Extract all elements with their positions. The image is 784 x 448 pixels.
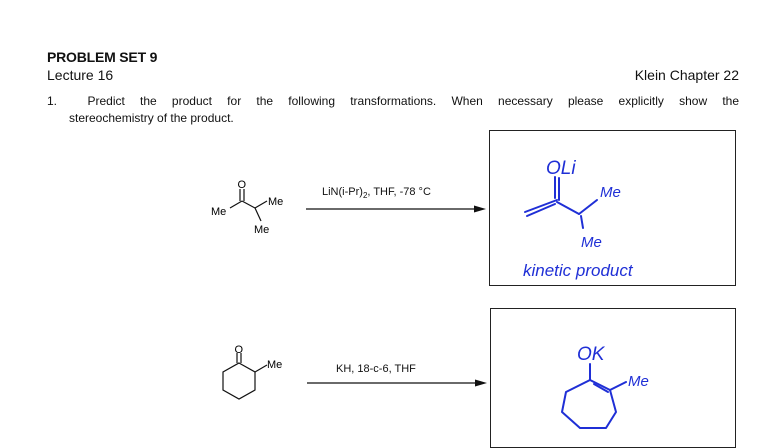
r1-me-right-label: Me bbox=[268, 196, 283, 208]
r2-oxygen-label: O bbox=[235, 344, 244, 356]
r1-oxygen-label: O bbox=[238, 179, 247, 191]
r1-answer-oli: OLi bbox=[546, 158, 576, 179]
r1-me-left-label: Me bbox=[211, 206, 226, 218]
r2-answer-me: Me bbox=[628, 373, 649, 390]
chapter-label: Klein Chapter 22 bbox=[634, 67, 739, 83]
reaction1-arrow bbox=[306, 205, 486, 213]
r2-me-label: Me bbox=[267, 359, 282, 371]
reaction1-answer-box[interactable] bbox=[489, 130, 736, 286]
problem-set-title: PROBLEM SET 9 bbox=[47, 49, 158, 65]
reaction2-handwritten-answer: OK Me bbox=[561, 344, 649, 429]
r1-answer-me-top: Me bbox=[600, 184, 621, 201]
reaction2-substrate-structure: O Me bbox=[222, 344, 282, 400]
question-text-line1: 1. Predict the product for the following… bbox=[47, 94, 739, 108]
reaction1-handwritten-answer: OLi Me Me kinetic product bbox=[523, 158, 634, 280]
r1-answer-me-bottom: Me bbox=[581, 234, 602, 251]
reaction1-substrate-structure: O Me Me Me bbox=[211, 179, 283, 236]
reaction2-arrow bbox=[307, 379, 487, 387]
question-text: Predict the product for the following tr… bbox=[87, 94, 740, 108]
r1-reagent-prefix: LiN(i-Pr) bbox=[322, 186, 363, 198]
question-text-line2: stereochemistry of the product. bbox=[69, 111, 234, 125]
r1-me-bottom-label: Me bbox=[254, 224, 269, 236]
reaction1-reagent: LiN(i-Pr)2, THF, -78 °C bbox=[322, 186, 431, 200]
r1-reagent-suffix: , THF, -78 °C bbox=[367, 186, 431, 198]
reaction2-reagent: KH, 18-c-6, THF bbox=[336, 363, 416, 375]
r1-reagent-subscript: 2 bbox=[362, 191, 368, 201]
lecture-label: Lecture 16 bbox=[47, 67, 114, 83]
question-number: 1. bbox=[47, 94, 58, 108]
r1-answer-caption: kinetic product bbox=[523, 261, 634, 280]
r2-answer-ok: OK bbox=[577, 344, 606, 365]
